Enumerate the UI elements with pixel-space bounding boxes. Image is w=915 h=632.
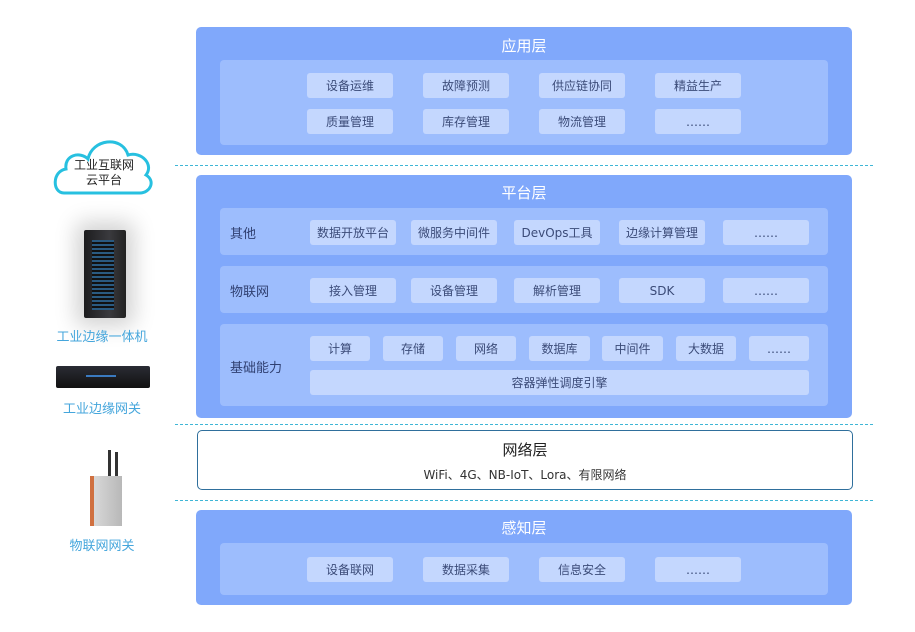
platform-row-basic: 基础能力 计算 存储 网络 数据库 中间件 大数据 …… 容器弹性调度引擎 bbox=[220, 324, 828, 406]
platform-item: …… bbox=[723, 278, 809, 303]
sensing-item: 信息安全 bbox=[539, 557, 625, 582]
platform-layer: 平台层 其他 数据开放平台 微服务中间件 DevOps工具 边缘计算管理 …… … bbox=[196, 175, 852, 418]
iot-gateway-image bbox=[88, 450, 124, 528]
sensing-item: …… bbox=[655, 557, 741, 582]
sensing-layer: 感知层 设备联网 数据采集 信息安全 …… bbox=[196, 510, 852, 605]
row-label: 其他 bbox=[230, 227, 257, 242]
platform-item: 微服务中间件 bbox=[411, 220, 497, 245]
cloud-label-line1: 工业互联网 bbox=[73, 158, 134, 172]
app-item: 供应链协同 bbox=[539, 73, 625, 98]
divider bbox=[175, 165, 873, 166]
platform-row-iot: 物联网 接入管理 设备管理 解析管理 SDK …… bbox=[220, 266, 828, 313]
platform-item: 大数据 bbox=[676, 336, 736, 361]
divider bbox=[175, 500, 873, 501]
platform-item: 接入管理 bbox=[310, 278, 396, 303]
platform-item: 网络 bbox=[456, 336, 516, 361]
container-engine-item: 容器弹性调度引擎 bbox=[310, 370, 809, 395]
network-layer-title: 网络层 bbox=[502, 441, 548, 459]
platform-layer-title: 平台层 bbox=[501, 184, 547, 202]
platform-item: 计算 bbox=[310, 336, 370, 361]
cloud-icon bbox=[53, 140, 153, 195]
sensing-layer-title: 感知层 bbox=[501, 519, 547, 537]
edge-server-label: 工业边缘一体机 bbox=[56, 330, 148, 345]
cloud-label-line2: 云平台 bbox=[85, 173, 122, 187]
platform-row-other: 其他 数据开放平台 微服务中间件 DevOps工具 边缘计算管理 …… bbox=[220, 208, 828, 255]
application-band: 设备运维 故障预测 供应链协同 精益生产 质量管理 库存管理 物流管理 …… bbox=[220, 60, 828, 145]
platform-item: 解析管理 bbox=[514, 278, 600, 303]
sensing-item: 设备联网 bbox=[307, 557, 393, 582]
platform-item: …… bbox=[723, 220, 809, 245]
app-item: …… bbox=[655, 109, 741, 134]
platform-item: 设备管理 bbox=[411, 278, 497, 303]
app-item: 物流管理 bbox=[539, 109, 625, 134]
sensing-band: 设备联网 数据采集 信息安全 …… bbox=[220, 543, 828, 595]
platform-item: 边缘计算管理 bbox=[619, 220, 705, 245]
app-item: 质量管理 bbox=[307, 109, 393, 134]
cloud-platform: 工业互联网 云平台 bbox=[50, 125, 158, 197]
edge-server-image bbox=[84, 230, 126, 318]
sensing-item: 数据采集 bbox=[423, 557, 509, 582]
network-layer: 网络层 WiFi、4G、NB-IoT、Lora、有限网络 bbox=[197, 430, 853, 490]
platform-item: 存储 bbox=[383, 336, 443, 361]
application-layer: 应用层 设备运维 故障预测 供应链协同 精益生产 质量管理 库存管理 物流管理 … bbox=[196, 27, 852, 155]
platform-item: SDK bbox=[619, 278, 705, 303]
app-item: 精益生产 bbox=[655, 73, 741, 98]
edge-gateway-image bbox=[56, 366, 150, 388]
platform-item: DevOps工具 bbox=[514, 220, 600, 245]
row-label: 物联网 bbox=[230, 285, 270, 300]
network-layer-subtitle: WiFi、4G、NB-IoT、Lora、有限网络 bbox=[423, 468, 627, 482]
platform-item: 数据开放平台 bbox=[310, 220, 396, 245]
platform-item: 数据库 bbox=[529, 336, 590, 361]
platform-item: 中间件 bbox=[602, 336, 663, 361]
row-label: 基础能力 bbox=[230, 361, 283, 376]
app-item: 故障预测 bbox=[423, 73, 509, 98]
iot-gateway-label: 物联网网关 bbox=[69, 539, 135, 554]
application-layer-title: 应用层 bbox=[501, 37, 547, 55]
app-item: 设备运维 bbox=[307, 73, 393, 98]
divider bbox=[175, 424, 873, 425]
edge-gateway-label: 工业边缘网关 bbox=[62, 402, 141, 417]
app-item: 库存管理 bbox=[423, 109, 509, 134]
platform-item: …… bbox=[749, 336, 809, 361]
